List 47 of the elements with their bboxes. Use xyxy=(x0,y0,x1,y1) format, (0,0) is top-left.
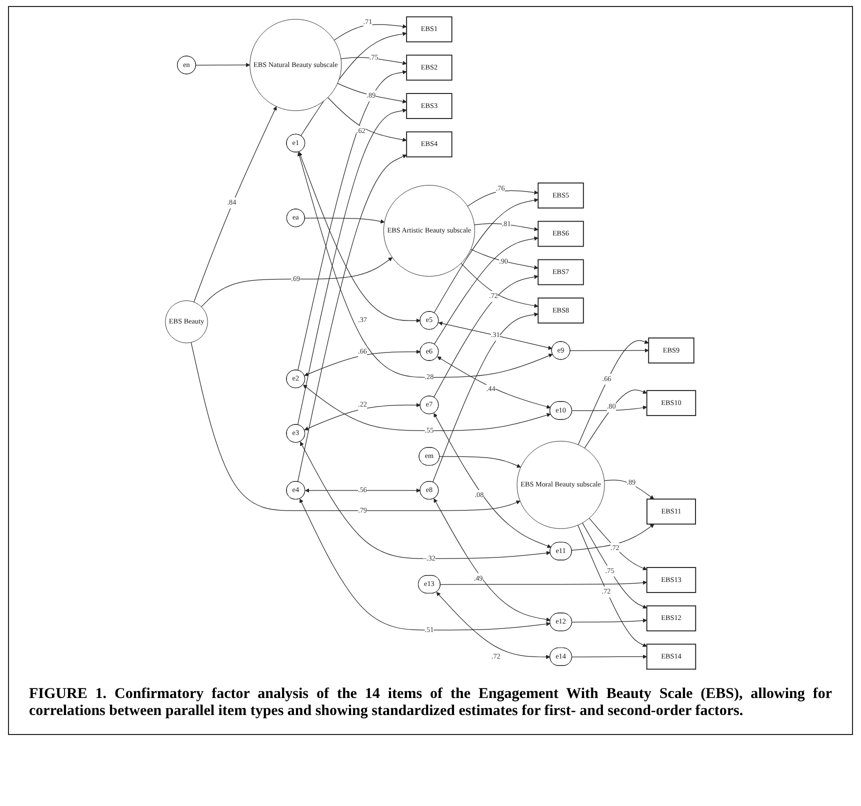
arrow xyxy=(298,70,407,371)
arrow xyxy=(334,24,407,41)
arrow xyxy=(578,340,649,446)
arrow xyxy=(298,152,420,323)
arrow xyxy=(297,108,407,426)
arrow xyxy=(432,312,538,482)
arrow xyxy=(571,524,654,551)
arrow xyxy=(434,274,538,398)
arrow xyxy=(570,348,649,353)
arrow xyxy=(474,223,538,232)
arrow xyxy=(297,154,407,482)
arrow xyxy=(588,518,647,570)
arrow xyxy=(196,62,250,68)
arrow xyxy=(434,413,552,548)
arrow xyxy=(190,342,520,511)
arrow xyxy=(434,498,550,622)
arrow xyxy=(305,488,420,493)
arrow xyxy=(337,83,407,104)
arrow xyxy=(572,406,647,412)
arrow xyxy=(434,198,538,314)
arrow xyxy=(582,522,647,609)
figure-caption: FIGURE 1. Confirmatory factor analysis of the 14 items of the Engagement With Beauty Scale (EBS), allowing for correlations between parallel item types and showing standardized estimates for first- and second-order factors. xyxy=(29,686,832,720)
arrow xyxy=(467,190,538,206)
arrow xyxy=(201,257,392,308)
arrow xyxy=(436,592,550,659)
arrow xyxy=(340,57,407,66)
arrow xyxy=(304,350,420,376)
arrow xyxy=(440,580,647,585)
arrow xyxy=(584,390,647,448)
arrow xyxy=(437,356,551,409)
arrow xyxy=(470,248,538,270)
arrow xyxy=(578,524,647,647)
arrow xyxy=(300,442,550,559)
arrow xyxy=(304,218,385,224)
arrow xyxy=(194,106,277,302)
arrow xyxy=(300,498,550,630)
arrow xyxy=(460,262,538,308)
arrow xyxy=(604,480,654,500)
arrow xyxy=(304,403,420,430)
arrow xyxy=(297,152,553,378)
arrow xyxy=(434,236,538,344)
arrow xyxy=(439,456,521,468)
arrow xyxy=(328,97,407,142)
arrow xyxy=(572,654,647,659)
arrow xyxy=(303,384,551,431)
arrow xyxy=(438,321,552,350)
arrow xyxy=(572,618,647,623)
